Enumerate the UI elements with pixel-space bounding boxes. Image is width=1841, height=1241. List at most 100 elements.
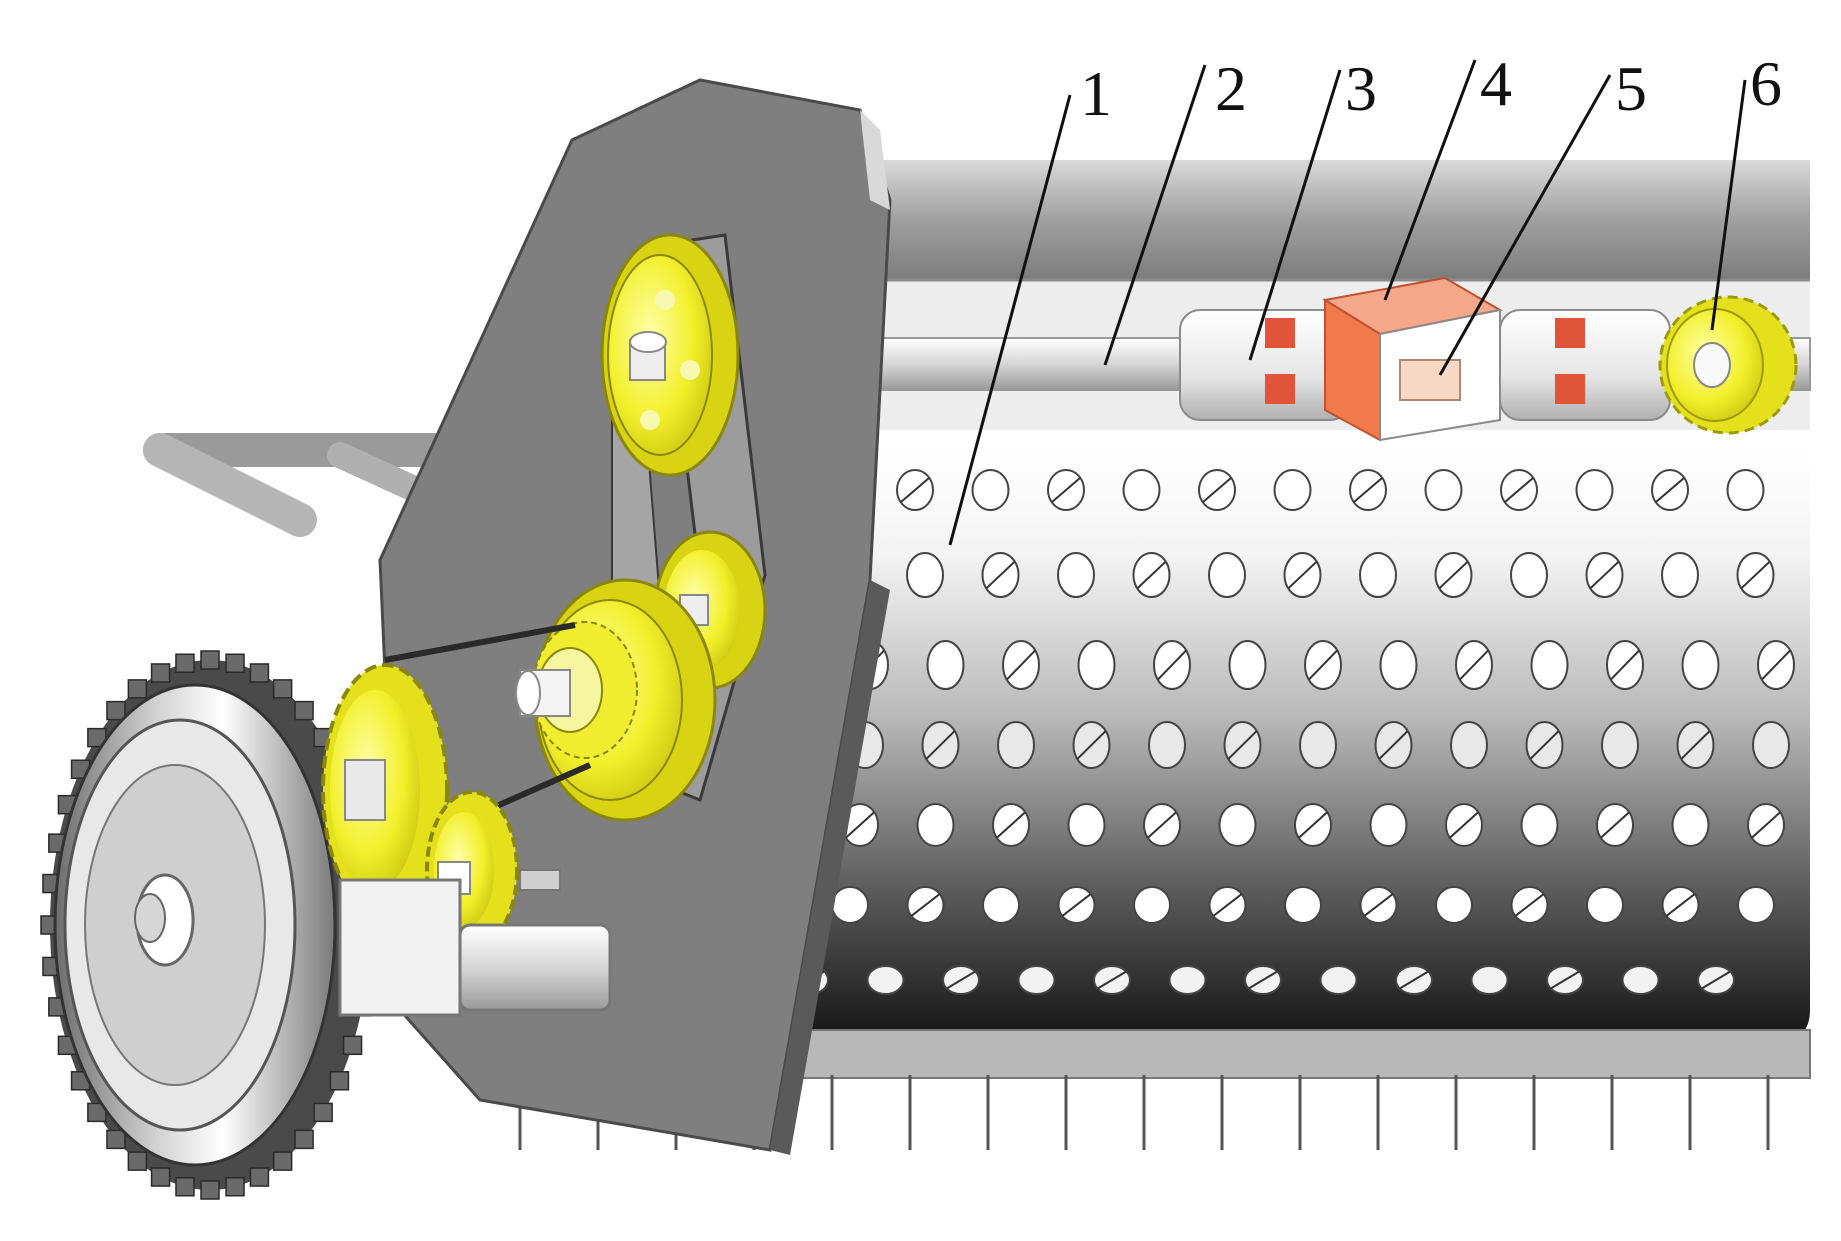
drum-hole-seed: [1449, 811, 1479, 839]
wheel-tooth: [127, 1151, 148, 1171]
wheel-tooth: [127, 679, 148, 699]
drum-hole: [831, 886, 869, 924]
drum-hole: [1510, 552, 1548, 598]
drum-hole: [1661, 552, 1699, 598]
drum-hole: [906, 552, 944, 598]
wheel-tooth: [150, 1167, 171, 1187]
drum-hole-seed: [1076, 730, 1107, 760]
wheel-tooth: [200, 650, 220, 670]
drum-hole: [1133, 886, 1171, 924]
drum-hole: [1218, 803, 1257, 847]
drum-hole-seed: [1157, 649, 1187, 681]
wheel-tooth: [329, 1071, 350, 1091]
drum-hole: [1621, 965, 1660, 995]
drum-hole-seed: [1136, 561, 1167, 589]
drum-hole: [1168, 965, 1207, 995]
drum-hole: [926, 640, 965, 690]
wheel-tooth: [175, 653, 195, 674]
drum-hole-seed: [1097, 970, 1127, 990]
wheel-tooth: [294, 700, 314, 721]
drum-hole-seed: [1751, 811, 1781, 839]
drum-hole-seed: [1529, 730, 1560, 760]
coupling-right: [1499, 309, 1671, 421]
callout-3: 3: [1345, 53, 1377, 124]
wheel-tooth: [225, 653, 245, 674]
drum-hole: [982, 886, 1020, 924]
drum-hole-seed: [1761, 649, 1791, 681]
leader-line-5: [1438, 74, 1612, 376]
drum-hole-seed: [845, 811, 875, 839]
drum-hole: [1067, 803, 1106, 847]
wheel-tooth: [272, 679, 293, 699]
drum-hole: [1359, 552, 1397, 598]
leader-line-1: [948, 94, 1072, 546]
drum-hole: [1077, 640, 1116, 690]
callout-5: 5: [1615, 53, 1647, 124]
drum-hole: [1273, 469, 1312, 511]
upper-pulley: [600, 233, 740, 477]
callout-4: 4: [1480, 48, 1512, 119]
drum-hole-seed: [1353, 477, 1383, 503]
drum-hole-seed: [1212, 893, 1243, 917]
drum-hole-seed: [1006, 649, 1036, 681]
drum-hole: [1319, 965, 1358, 995]
wheel-tooth: [150, 663, 171, 683]
drum-hole: [1299, 721, 1337, 769]
drum-hole: [1530, 640, 1569, 690]
leader-line-2: [1103, 64, 1207, 366]
drum-hole: [1520, 803, 1559, 847]
wheel-tooth: [106, 1129, 126, 1150]
perforated-drum: [518, 450, 1811, 1150]
drum-hole-seed: [1308, 649, 1338, 681]
drum-hole: [1450, 721, 1488, 769]
drum-hole: [1681, 640, 1720, 690]
drum-hole-seed: [1287, 561, 1318, 589]
drum-hole: [1586, 886, 1624, 924]
drum-hole-seed: [1701, 970, 1731, 990]
wheel-tooth: [249, 663, 270, 683]
drum-hole: [1057, 552, 1095, 598]
drum-hole: [1601, 721, 1639, 769]
drum-hole: [1369, 803, 1408, 847]
drum-hole: [1284, 886, 1322, 924]
drum-hole: [866, 965, 905, 995]
drum-hole-seed: [1438, 561, 1469, 589]
wheel-tooth: [249, 1167, 270, 1187]
drum-hole-seed: [1504, 477, 1534, 503]
drum-hole: [1017, 965, 1056, 995]
lower-pulley-stack: [515, 578, 717, 822]
drum-hole: [916, 803, 955, 847]
drum-hole-seed: [1202, 477, 1232, 503]
housing: [1322, 276, 1503, 442]
drum-holes: [791, 469, 1795, 995]
drum-hole-seed: [985, 561, 1016, 589]
drum-hole: [1575, 469, 1614, 511]
drum-hole-seed: [1298, 811, 1328, 839]
callout-labels: 1 2 3 4 5 6: [1080, 48, 1782, 129]
drum-hole-seed: [1363, 893, 1394, 917]
drum-hole-seed: [1655, 477, 1685, 503]
drum-hole: [1379, 640, 1418, 690]
drum-hole-seed: [946, 970, 976, 990]
drum-hole: [997, 721, 1035, 769]
drum-hole-seed: [1610, 649, 1640, 681]
drum-hole-seed: [1378, 730, 1409, 760]
drum-hole-seed: [1399, 970, 1429, 990]
drum-hole-seed: [1227, 730, 1258, 760]
wheel-sprocket-large: [321, 663, 449, 917]
drum-hole: [971, 469, 1010, 511]
drum-hole: [1208, 552, 1246, 598]
drum-hole: [1122, 469, 1161, 511]
wheel-tooth: [200, 1180, 220, 1200]
drum-hole-seed: [1514, 893, 1545, 917]
drum-hole-seed: [1600, 811, 1630, 839]
drum-hole-seed: [996, 811, 1026, 839]
end-sprocket: [1658, 295, 1798, 435]
drum-hole-seed: [1740, 561, 1771, 589]
sensor-block: [1399, 359, 1461, 401]
leader-line-6: [1710, 79, 1747, 331]
leader-line-3: [1248, 69, 1342, 361]
drum-hole: [1737, 886, 1775, 924]
drum-hole-seed: [1147, 811, 1177, 839]
